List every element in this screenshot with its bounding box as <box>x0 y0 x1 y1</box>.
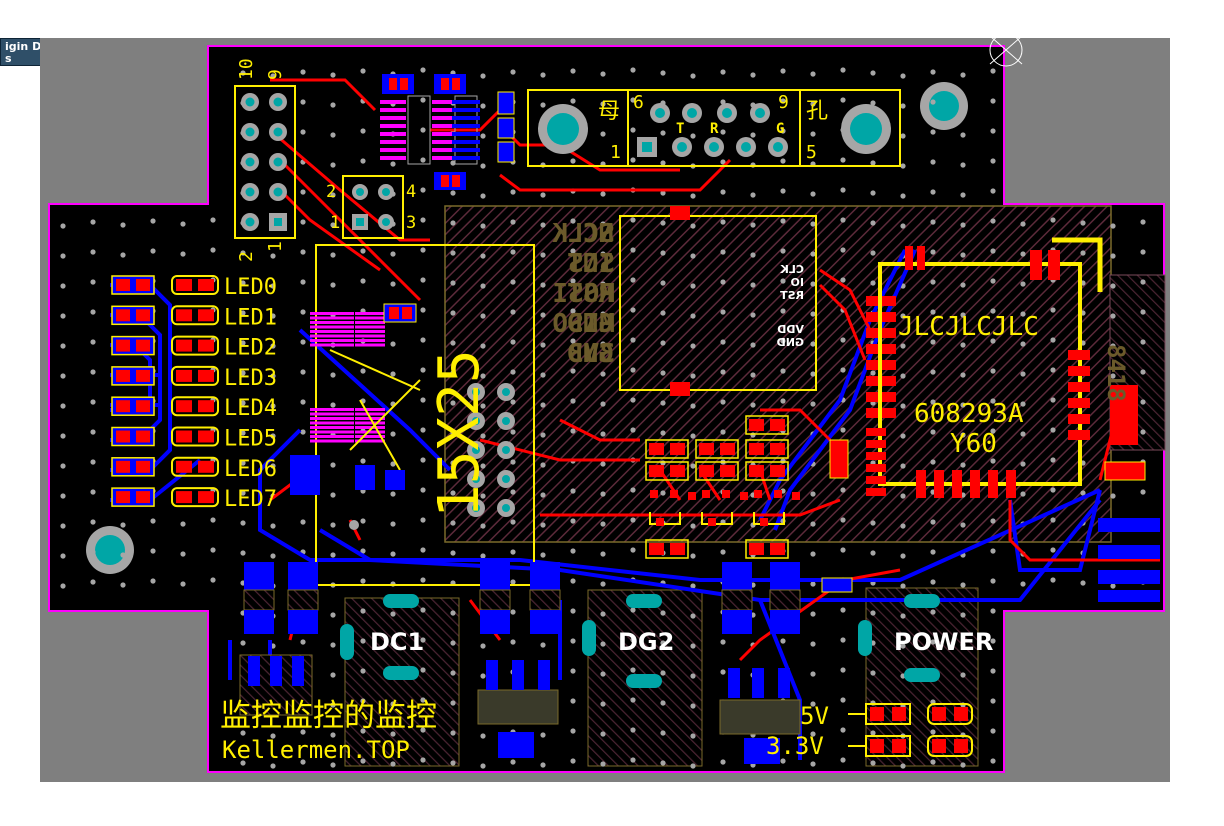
led-label: LED5 <box>224 427 277 452</box>
connector-pin-label-9: 9 <box>778 92 789 113</box>
led-label: LED0 <box>224 275 277 300</box>
led-label: LED1 <box>224 305 277 330</box>
jumper-label-3: 3 <box>406 213 416 233</box>
module-15x25-footprint[interactable]: 15X25 <box>290 244 535 586</box>
spi-module-labels: NC INT RST GND GND <box>567 219 614 369</box>
voltage-indicators[interactable]: 5V 3.3V <box>766 702 973 760</box>
svg-text:GND: GND <box>567 339 614 369</box>
jumper-label-1: 1 <box>330 213 340 233</box>
led-led5[interactable]: LED5 <box>111 426 277 452</box>
svg-text:CLK: CLK <box>780 263 804 276</box>
header-pin-label-1: 1 <box>265 241 286 252</box>
led-label: LED2 <box>224 336 277 361</box>
connector-label-t: T <box>676 121 684 137</box>
mcu-label-line1: JLCJLCJLC <box>898 312 1039 342</box>
board-title-chinese: 监控监控的监控 <box>220 698 437 734</box>
connector-label-g: G <box>776 121 784 137</box>
connector-label-r: R <box>710 121 719 137</box>
svg-text:RST: RST <box>567 279 614 309</box>
board-title-english: Kellermen.TOP <box>222 736 410 764</box>
header-pin-label-10: 10 <box>236 58 257 80</box>
mcu-label-line3: Y60 <box>950 429 997 459</box>
led-led1[interactable]: LED1 <box>111 305 277 330</box>
mcu-qfp[interactable]: JLCJLCJLC 608293A Y60 8418 <box>829 237 1146 498</box>
connector-pin-label-6: 6 <box>633 92 644 113</box>
connector-label-female: 母 <box>598 99 620 124</box>
svg-text:SCLK: SCLK <box>552 219 615 249</box>
led-label: LED3 <box>224 366 277 391</box>
led-led3[interactable]: LED3 <box>111 365 277 391</box>
led-led7[interactable]: LED7 <box>111 487 277 512</box>
led-label: LED7 <box>224 487 277 512</box>
db9-serial-connector[interactable]: 母 孔 6 9 1 5 T R G <box>527 89 901 167</box>
spi-module-labels-right: SCLK SCS MOSI MISO 3V3 <box>552 219 615 369</box>
mcu-label-line2: 608293A <box>914 399 1024 429</box>
label-3v3: 3.3V <box>766 732 824 760</box>
origin-display-label-2: s <box>5 52 12 65</box>
svg-text:SCS: SCS <box>568 249 615 279</box>
module-size-label: 15X25 <box>427 349 492 518</box>
led-label: LED6 <box>224 457 277 482</box>
led-led0[interactable]: LED0 <box>111 275 277 300</box>
svg-text:MOSI: MOSI <box>552 279 615 309</box>
bottom-components[interactable] <box>239 562 853 764</box>
mounting-holes <box>86 82 968 574</box>
led-label: LED4 <box>224 396 277 421</box>
passive-components[interactable] <box>645 415 800 559</box>
header-pin-label-2: 2 <box>236 251 257 262</box>
right-edge-pads[interactable] <box>1098 518 1160 602</box>
jumper-4pin[interactable]: 2 4 1 3 <box>326 175 416 239</box>
connector-pin-label-1: 1 <box>610 142 621 163</box>
svg-text:NC: NC <box>583 219 614 249</box>
svg-text:RST: RST <box>780 289 804 302</box>
header-pin-label-9: 9 <box>265 69 286 80</box>
svg-text:GND: GND <box>567 309 614 339</box>
svg-text:IO: IO <box>791 276 804 289</box>
led-led6[interactable]: LED6 <box>111 456 277 482</box>
jumper-label-4: 4 <box>406 182 416 202</box>
svg-text:GND: GND <box>777 336 804 349</box>
side-component-label: 8418 <box>1102 344 1130 402</box>
power-label: POWER <box>894 628 993 656</box>
connector-pin-label-5: 5 <box>806 142 817 163</box>
label-5v: 5V <box>800 702 829 730</box>
connector-label-hole: 孔 <box>806 99 828 124</box>
header-10pin[interactable]: 10 9 2 1 <box>234 58 296 262</box>
dc1-label: DC1 <box>370 628 424 656</box>
origin-marker <box>989 33 1023 67</box>
led-led2[interactable]: LED2 <box>111 335 277 361</box>
dg2-label: DG2 <box>618 628 674 656</box>
svg-text:3V3: 3V3 <box>568 339 615 369</box>
top-smd-chips[interactable] <box>380 74 515 190</box>
jumper-label-2: 2 <box>326 182 336 202</box>
svg-text:VDD: VDD <box>777 323 804 336</box>
svg-text:MISO: MISO <box>552 309 615 339</box>
led-led4[interactable]: LED4 <box>111 396 277 421</box>
barrel-jacks[interactable]: DC1 DG2 POWER <box>340 594 993 688</box>
svg-text:INT: INT <box>567 249 614 279</box>
